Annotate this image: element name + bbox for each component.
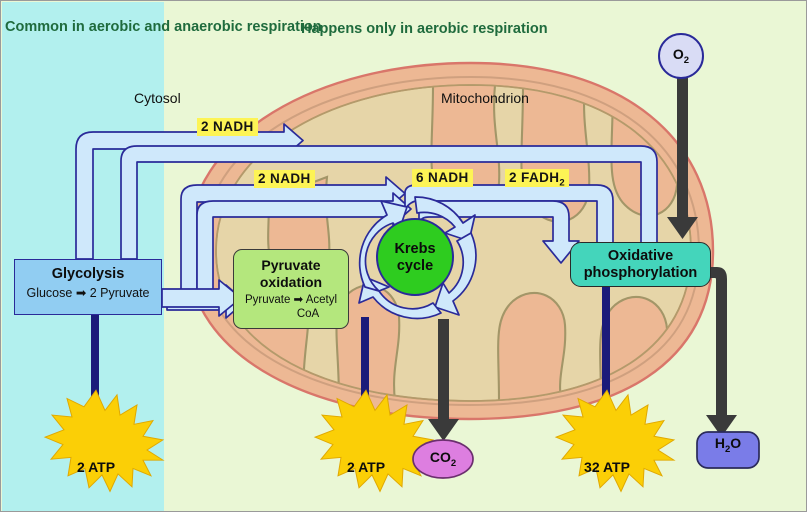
arrow-atp-glycolysis — [82, 315, 108, 446]
panel-header-right: Happens only in aerobic respiration — [301, 21, 548, 37]
panel-header-left: Common in aerobic and anaerobic respirat… — [5, 19, 322, 35]
oxidative-phosphorylation-title: Oxidative phosphorylation — [583, 247, 698, 281]
krebs-cycle-label: Krebs cycle — [394, 241, 436, 274]
glycolysis-title: Glycolysis — [51, 266, 125, 282]
molecule-label-oxygen: O2 — [672, 46, 690, 66]
product-label-atp-glycolysis: 2 ATP — [76, 459, 116, 475]
molecule-label-carbon-dioxide: CO2 — [429, 449, 457, 469]
co2-shape — [412, 439, 474, 479]
molecule-label-water: H2O — [714, 435, 742, 455]
krebs-cycle-shape — [376, 218, 454, 296]
process-box-oxidative-phosphorylation[interactable]: Oxidative phosphorylation — [570, 242, 711, 287]
starburst-atp-oxphos — [554, 389, 676, 493]
product-starbursts — [43, 389, 676, 493]
h2o-shape — [696, 431, 760, 469]
starburst-atp-krebs — [313, 389, 435, 493]
o2-shape — [658, 33, 704, 79]
pyruvate-oxidation-title: Pyruvate oxidation — [259, 257, 323, 290]
carrier-label-nadh-krebs: 6 NADH — [412, 169, 473, 187]
pyruvate-oxidation-equation: Pyruvate ➡ Acetyl CoA — [244, 294, 338, 320]
arrow-atp-oxphos — [593, 287, 619, 446]
starburst-atp-glycolysis — [43, 389, 165, 493]
arrow-o2-in — [667, 65, 698, 239]
arrow-h2o-out — [706, 256, 737, 437]
atp-arrows — [82, 287, 619, 446]
carrier-label-nadh-pyruvate-oxidation: 2 NADH — [254, 170, 315, 188]
carrier-label-nadh-glycolysis: 2 NADH — [197, 118, 258, 136]
gas-arrows — [428, 65, 737, 441]
arrow-glucose-to-pyruvate-oxidation — [161, 279, 242, 317]
process-box-glycolysis[interactable]: Glycolysis Glucose ➡ 2 Pyruvate — [14, 259, 162, 315]
arrow-nadh-glycolysis-b — [120, 145, 668, 268]
label-cytosol: Cytosol — [134, 90, 181, 106]
carrier-label-fadh2-krebs: 2 FADH2 — [505, 169, 570, 189]
product-label-atp-oxphos: 32 ATP — [584, 459, 630, 475]
arrow-atp-krebs — [352, 317, 378, 446]
arrow-co2-out — [428, 319, 459, 441]
label-mitochondrion: Mitochondrion — [441, 90, 529, 106]
process-box-pyruvate-oxidation[interactable]: Pyruvate oxidation Pyruvate ➡ Acetyl CoA — [233, 249, 349, 329]
glycolysis-equation: Glucose ➡ 2 Pyruvate — [26, 286, 150, 300]
product-label-atp-krebs: 2 ATP — [346, 459, 386, 475]
